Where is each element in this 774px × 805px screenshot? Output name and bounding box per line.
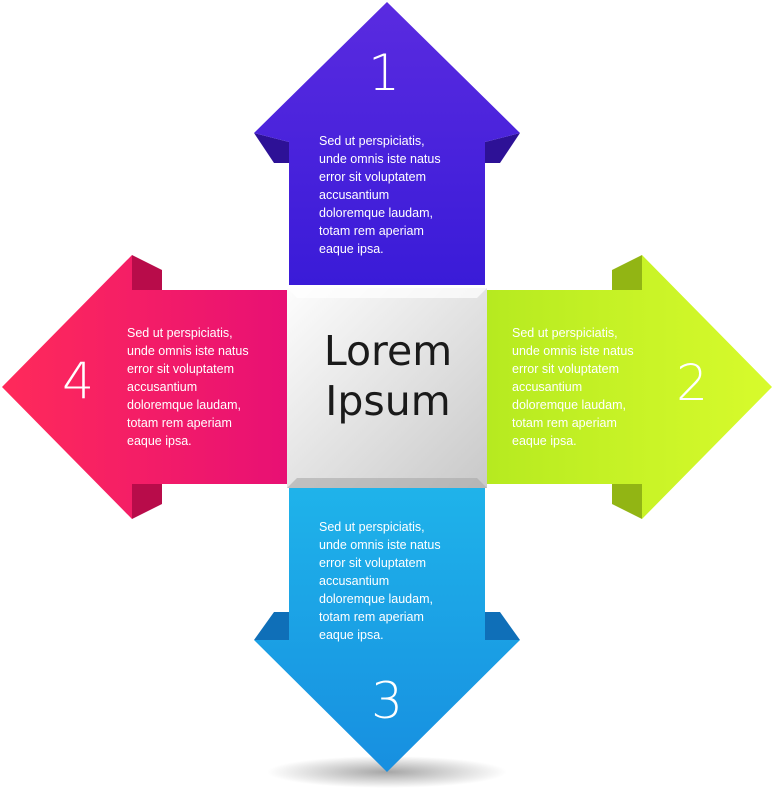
arrow-3-text: Sed ut perspiciatis, unde omnis iste nat… xyxy=(319,518,489,644)
arrow-3-number: 3 xyxy=(371,672,403,730)
arrow-2-text: Sed ut perspiciatis, unde omnis iste nat… xyxy=(512,324,682,450)
arrow-1-text: Sed ut perspiciatis, unde omnis iste nat… xyxy=(319,132,489,258)
arrow-4-line: unde omnis iste natus xyxy=(127,344,249,358)
arrow-right-shape xyxy=(487,255,772,519)
arrow-2-line: eaque ipsa. xyxy=(512,434,577,448)
arrow-1-line: doloremque laudam, xyxy=(319,206,433,220)
arrow-left-shape xyxy=(2,255,287,519)
arrow-2-line: doloremque laudam, xyxy=(512,398,626,412)
arrow-4-line: accusantium xyxy=(127,380,198,394)
arrow-1-line: unde omnis iste natus xyxy=(319,152,441,166)
arrow-2-number: 2 xyxy=(676,354,708,412)
arrow-1-line: error sit voluptatem xyxy=(319,170,426,184)
arrow-3-line: totam rem aperiam xyxy=(319,610,424,624)
arrow-4-number: 4 xyxy=(62,352,94,410)
arrow-down-shape xyxy=(254,488,520,772)
arrow-2-line: accusantium xyxy=(512,380,583,394)
arrow-4-line: eaque ipsa. xyxy=(127,434,192,448)
center-title-line1: Lorem xyxy=(323,327,453,375)
arrow-3-line: doloremque laudam, xyxy=(319,592,433,606)
arrow-up-shape xyxy=(254,2,520,285)
center-title-line2: Ipsum xyxy=(325,377,451,425)
center-title: Lorem Ipsum xyxy=(287,326,489,426)
arrow-4-line: error sit voluptatem xyxy=(127,362,234,376)
arrow-1-line: accusantium xyxy=(319,188,390,202)
arrow-4-line: totam rem aperiam xyxy=(127,416,232,430)
arrow-3-line: Sed ut perspiciatis, xyxy=(319,520,425,534)
arrow-4-text: Sed ut perspiciatis, unde omnis iste nat… xyxy=(127,324,297,450)
arrow-3-line: error sit voluptatem xyxy=(319,556,426,570)
arrow-1-line: totam rem aperiam xyxy=(319,224,424,238)
arrow-4-line: Sed ut perspiciatis, xyxy=(127,326,233,340)
arrow-3-line: eaque ipsa. xyxy=(319,628,384,642)
arrow-2-line: Sed ut perspiciatis, xyxy=(512,326,618,340)
arrow-1-line: eaque ipsa. xyxy=(319,242,384,256)
arrow-3-line: unde omnis iste natus xyxy=(319,538,441,552)
arrow-4-line: doloremque laudam, xyxy=(127,398,241,412)
center-square xyxy=(287,288,487,488)
arrow-2-line: error sit voluptatem xyxy=(512,362,619,376)
arrow-2-line: totam rem aperiam xyxy=(512,416,617,430)
arrow-1-line: Sed ut perspiciatis, xyxy=(319,134,425,148)
arrow-2-line: unde omnis iste natus xyxy=(512,344,634,358)
arrow-3-line: accusantium xyxy=(319,574,390,588)
arrow-1-number: 1 xyxy=(368,44,400,102)
